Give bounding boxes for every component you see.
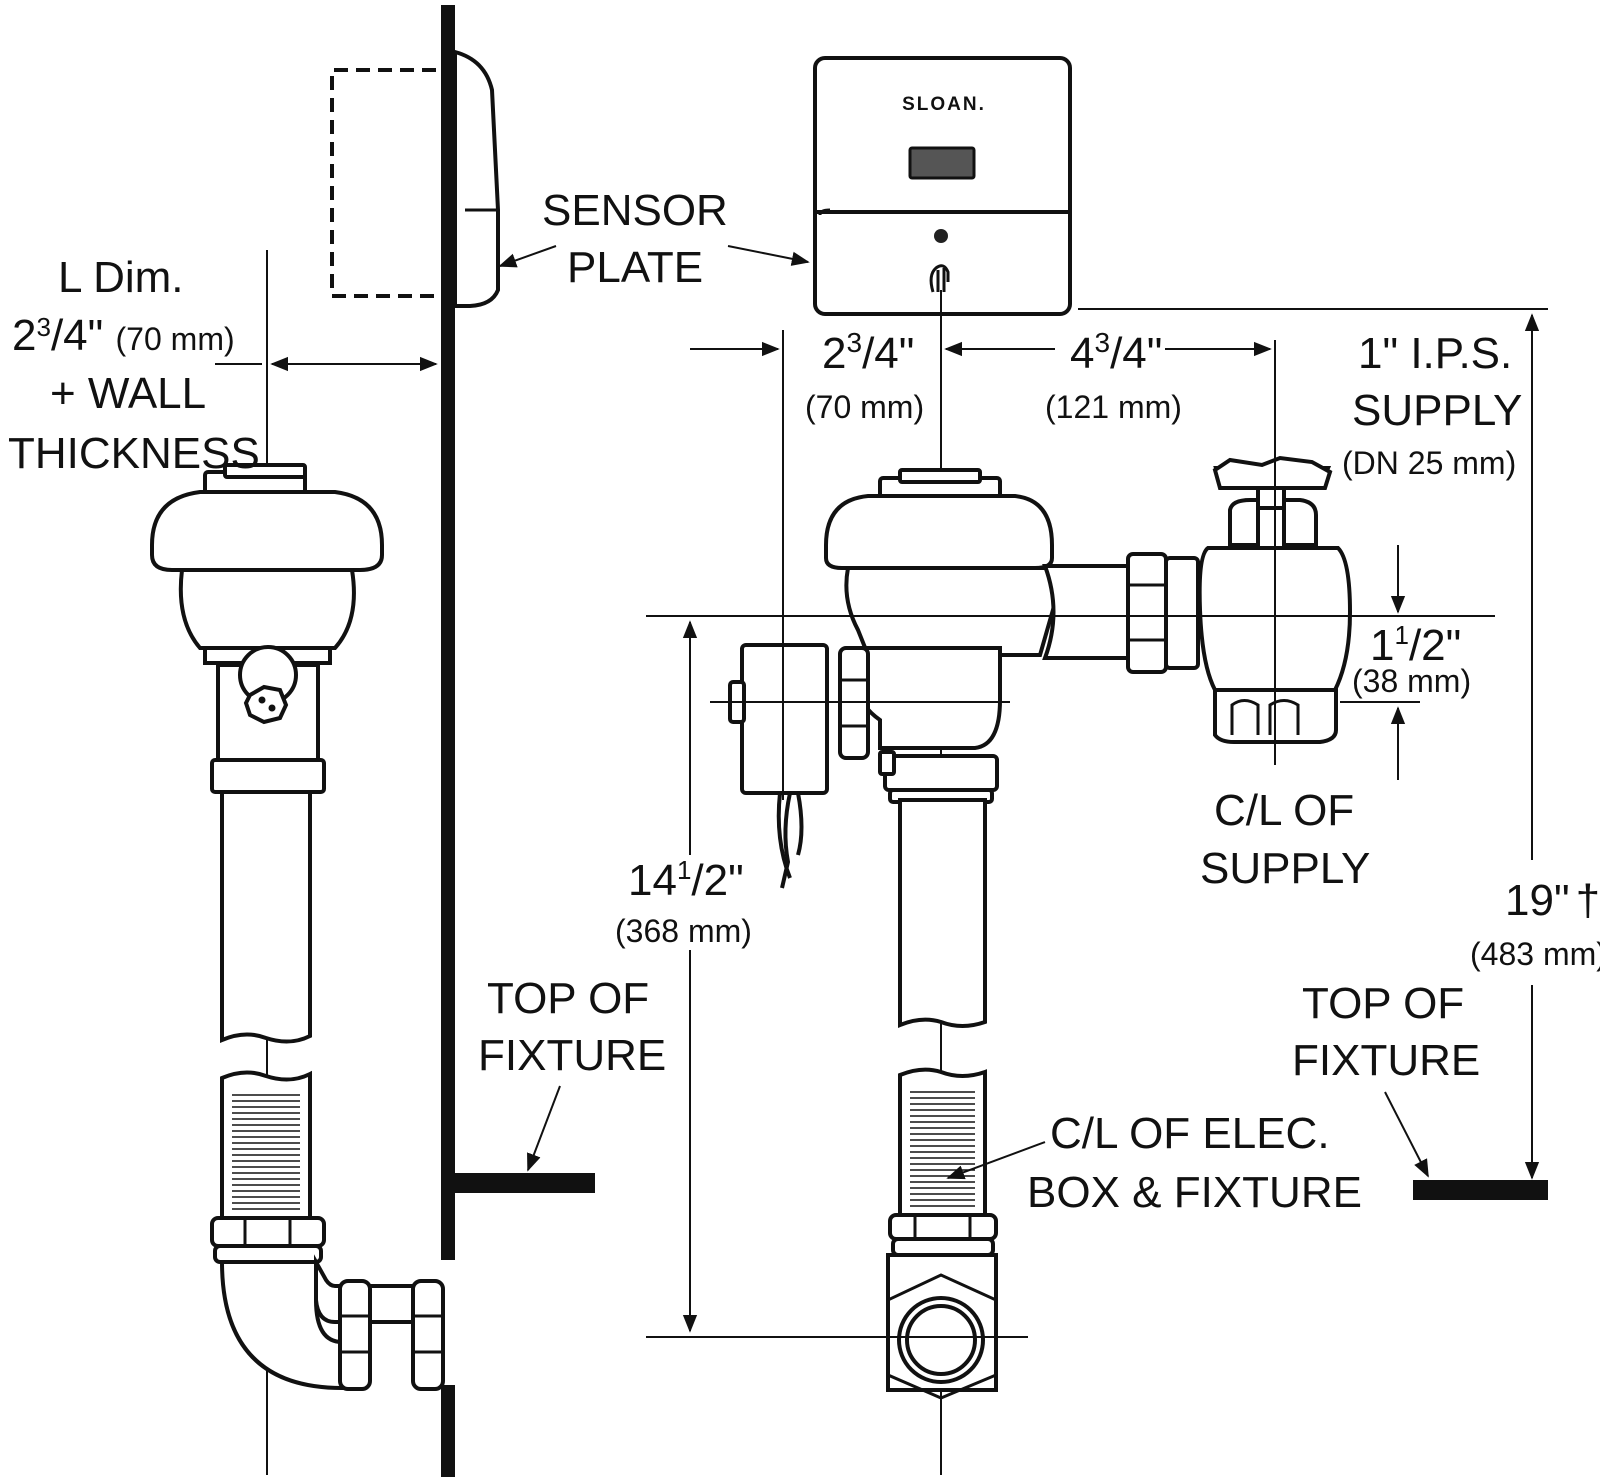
- l-dim-label-4: THICKNESS: [8, 429, 260, 478]
- control-stop: [1197, 455, 1353, 744]
- indicator-light: [934, 229, 948, 243]
- cl-supply-callout: C/L OF SUPPLY: [1200, 786, 1370, 893]
- cl-supply-label-1: C/L OF: [1214, 786, 1354, 835]
- pipe-front-upper: [898, 798, 987, 1028]
- l-dim-label-2: 23/4" (70 mm): [12, 311, 235, 360]
- dim-b-label: 43/4": [1070, 327, 1162, 378]
- dim-2-3-4: 23/4" (70 mm): [690, 327, 924, 425]
- fixture-right-label-1: TOP OF: [1302, 979, 1464, 1028]
- supply-label-2: SUPPLY: [1352, 386, 1522, 435]
- valve-body-front: [728, 468, 1200, 889]
- dim-b-mm: (121 mm): [1045, 389, 1182, 425]
- front-view: SLOAN.: [615, 56, 1600, 1475]
- fixture-left-label-1: TOP OF: [487, 974, 649, 1023]
- dim-d-mm: (368 mm): [615, 913, 752, 949]
- dim-4-3-4: 43/4" (121 mm): [944, 327, 1272, 425]
- sensor-plate-label-1: SENSOR: [542, 186, 728, 235]
- dim-e-label: 19"†: [1505, 876, 1600, 925]
- dim-14-1-2: 141/2" (368 mm): [615, 620, 752, 1333]
- dim-d-label: 141/2": [628, 855, 744, 905]
- top-of-fixture-left-callout: TOP OF FIXTURE: [478, 974, 666, 1172]
- wall: [441, 5, 595, 1477]
- cl-supply-label-2: SUPPLY: [1200, 844, 1370, 893]
- cl-elec-callout: C/L OF ELEC. BOX & FIXTURE: [946, 1109, 1362, 1217]
- supply-label-1: 1" I.P.S.: [1358, 329, 1512, 378]
- sensor-plate-label-2: PLATE: [567, 243, 703, 292]
- dim-c-label: 11/2": [1370, 620, 1461, 670]
- sensor-plate-front: SLOAN.: [813, 56, 1072, 316]
- dim-a-mm: (70 mm): [805, 389, 924, 425]
- pipe-side-upper: [220, 790, 312, 1044]
- dim-e-mm: (483 mm): [1470, 936, 1600, 972]
- cl-elec-label-1: C/L OF ELEC.: [1050, 1109, 1330, 1158]
- l-dim-label-3: + WALL: [50, 369, 206, 418]
- dim-a-label: 23/4": [822, 327, 914, 378]
- dim-c-mm: (38 mm): [1352, 663, 1471, 699]
- pipe-front-lower: [886, 1067, 998, 1400]
- supply-label-3: (DN 25 mm): [1342, 445, 1516, 481]
- sensor-plate-side: [330, 49, 500, 308]
- fixture-right-label-2: FIXTURE: [1292, 1036, 1480, 1085]
- top-of-fixture-right-callout: TOP OF FIXTURE: [1292, 979, 1548, 1200]
- side-view: L Dim. 23/4" (70 mm) + WALL THICKNESS TO…: [8, 5, 666, 1477]
- l-dim-label-1: L Dim.: [58, 253, 184, 302]
- dim-1-1-2: 11/2" (38 mm): [1340, 545, 1471, 780]
- fixture-left-label-2: FIXTURE: [478, 1031, 666, 1080]
- dim-19: 19"† (483 mm): [1470, 313, 1600, 1180]
- l-dimension: L Dim. 23/4" (70 mm) + WALL THICKNESS: [8, 253, 438, 478]
- sensor-plate-callout: SENSOR PLATE: [498, 186, 810, 292]
- brand-logo: SLOAN.: [902, 94, 986, 115]
- supply-callout: 1" I.P.S. SUPPLY (DN 25 mm): [1342, 329, 1522, 481]
- override-button-icon: [929, 264, 950, 293]
- cl-elec-label-2: BOX & FIXTURE: [1027, 1168, 1362, 1217]
- pipe-side-lower: [210, 1070, 445, 1391]
- sensor-window: [908, 146, 976, 180]
